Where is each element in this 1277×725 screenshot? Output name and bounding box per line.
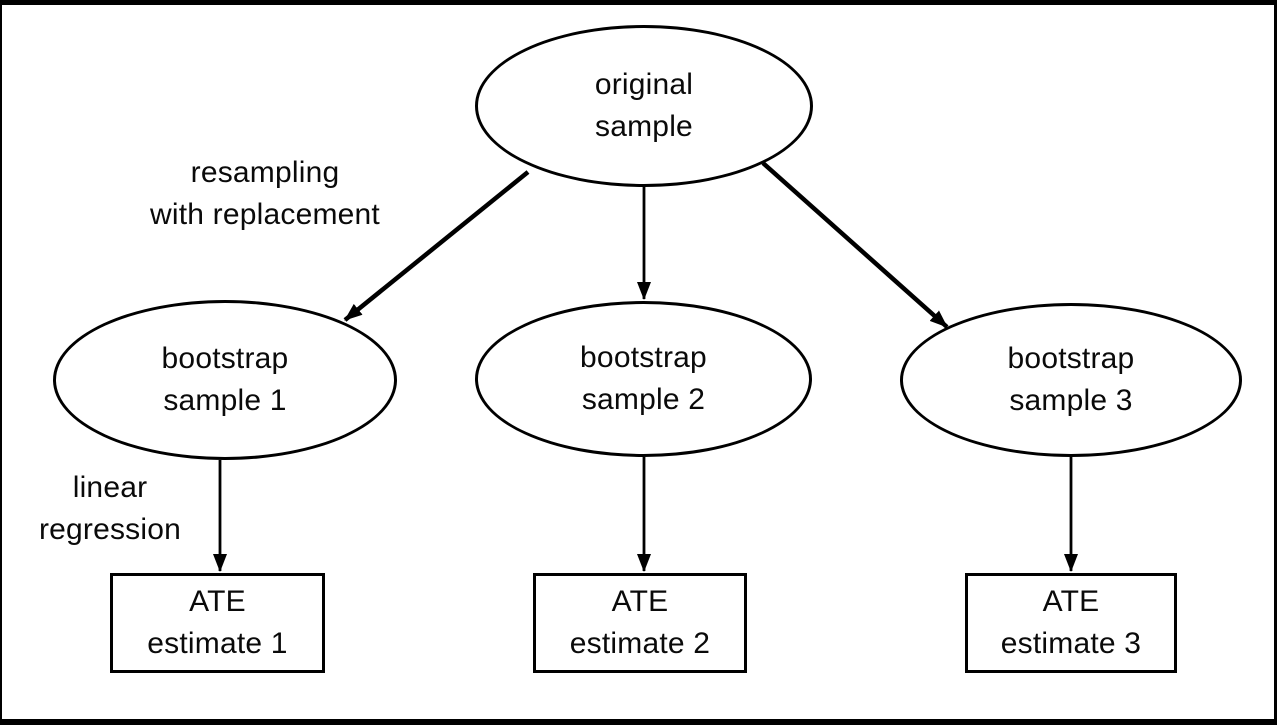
- edge-label-resampling-with-replacement: resampling with replacement: [150, 156, 380, 231]
- node-bootstrap-sample-3-label: bootstrap sample 3: [1007, 342, 1135, 417]
- node-ate-estimate-1-label: ATE estimate 1: [147, 585, 288, 660]
- arrow-layer: [213, 161, 1078, 572]
- node-ate-estimate-2: ATE estimate 2: [533, 573, 747, 673]
- node-ate-estimate-1: ATE estimate 1: [110, 573, 325, 673]
- node-bootstrap-sample-1: bootstrap sample 1: [53, 300, 397, 460]
- arrow-original-to-bootstrap3: [761, 161, 949, 329]
- arrow-original-to-bootstrap1: [343, 170, 530, 322]
- node-bootstrap-sample-1-label: bootstrap sample 1: [161, 342, 289, 417]
- node-bootstrap-sample-2: bootstrap sample 2: [475, 301, 812, 457]
- node-ate-estimate-3: ATE estimate 3: [965, 573, 1177, 673]
- node-bootstrap-sample-3: bootstrap sample 3: [900, 303, 1242, 457]
- node-ate-estimate-2-label: ATE estimate 2: [569, 585, 711, 660]
- node-ate-estimate-3-label: ATE estimate 3: [1000, 585, 1142, 660]
- node-original-sample: original sample: [475, 25, 813, 187]
- node-original-sample-label: original sample: [594, 68, 694, 143]
- bootstrap-diagram: original sample bootstrap sample 1 boots…: [2, 5, 1274, 719]
- node-bootstrap-sample-2-label: bootstrap sample 2: [580, 341, 707, 416]
- edge-label-linear-regression: linear regression: [38, 471, 182, 546]
